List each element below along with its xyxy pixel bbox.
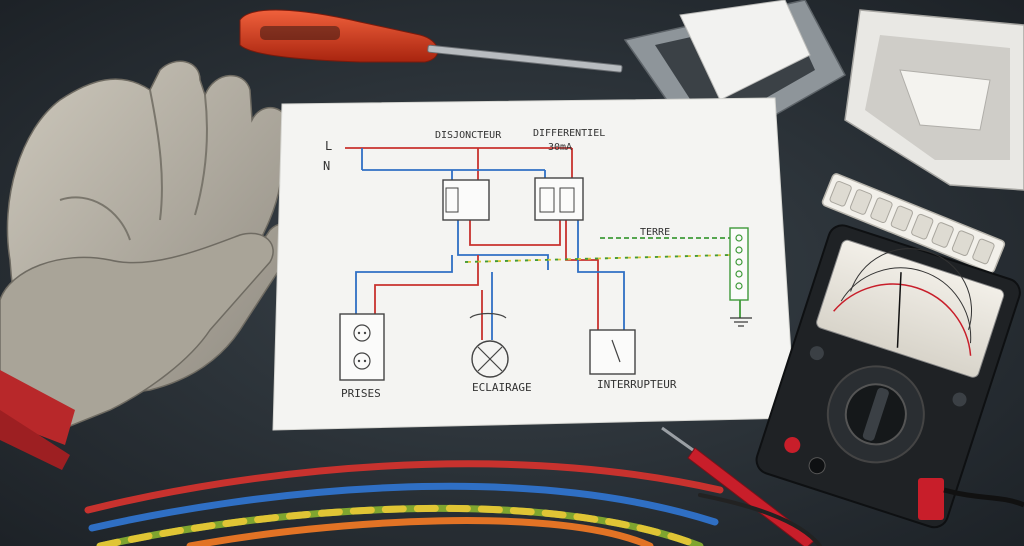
switch-symbol <box>589 329 636 375</box>
blue-wire <box>88 482 719 532</box>
breaker-label: DISJONCTEUR <box>435 130 502 141</box>
orange-wire <box>186 517 654 546</box>
lighting-label: ECLAIRAGE <box>472 381 532 394</box>
switch-cover-plate <box>844 9 1024 191</box>
wire-bundle <box>84 460 822 546</box>
breaker-symbol <box>442 179 490 221</box>
analog-multimeter <box>755 224 1021 529</box>
meter-scale <box>816 239 1005 378</box>
lamp-symbol <box>471 340 509 378</box>
wiring-diagram-sheet: L N DISJONCTEUR DIFFERENTIEL 30mA TERRE … <box>272 97 796 431</box>
rcd-label-line1: DIFFERENTIEL <box>533 128 605 139</box>
glove-cuff-bottom <box>0 410 70 470</box>
sockets-label: PRISES <box>341 387 381 400</box>
phase-label: L <box>325 139 332 153</box>
sockets-symbol <box>339 313 385 381</box>
screwdriver <box>239 9 623 73</box>
meter-needle <box>896 272 902 348</box>
switch-label: INTERRUPTEUR <box>597 378 677 391</box>
probe-plug <box>918 478 1024 520</box>
ground-symbol <box>730 317 752 327</box>
earth-label: TERRE <box>640 227 670 238</box>
rcd-label-line2: 30mA <box>548 142 572 153</box>
terminal-block <box>821 173 1006 274</box>
rcd-symbol <box>534 177 584 221</box>
red-wire <box>84 460 724 514</box>
work-gloves <box>0 60 295 470</box>
earth-bar-symbol <box>729 227 749 301</box>
neutral-label: N <box>323 159 330 173</box>
